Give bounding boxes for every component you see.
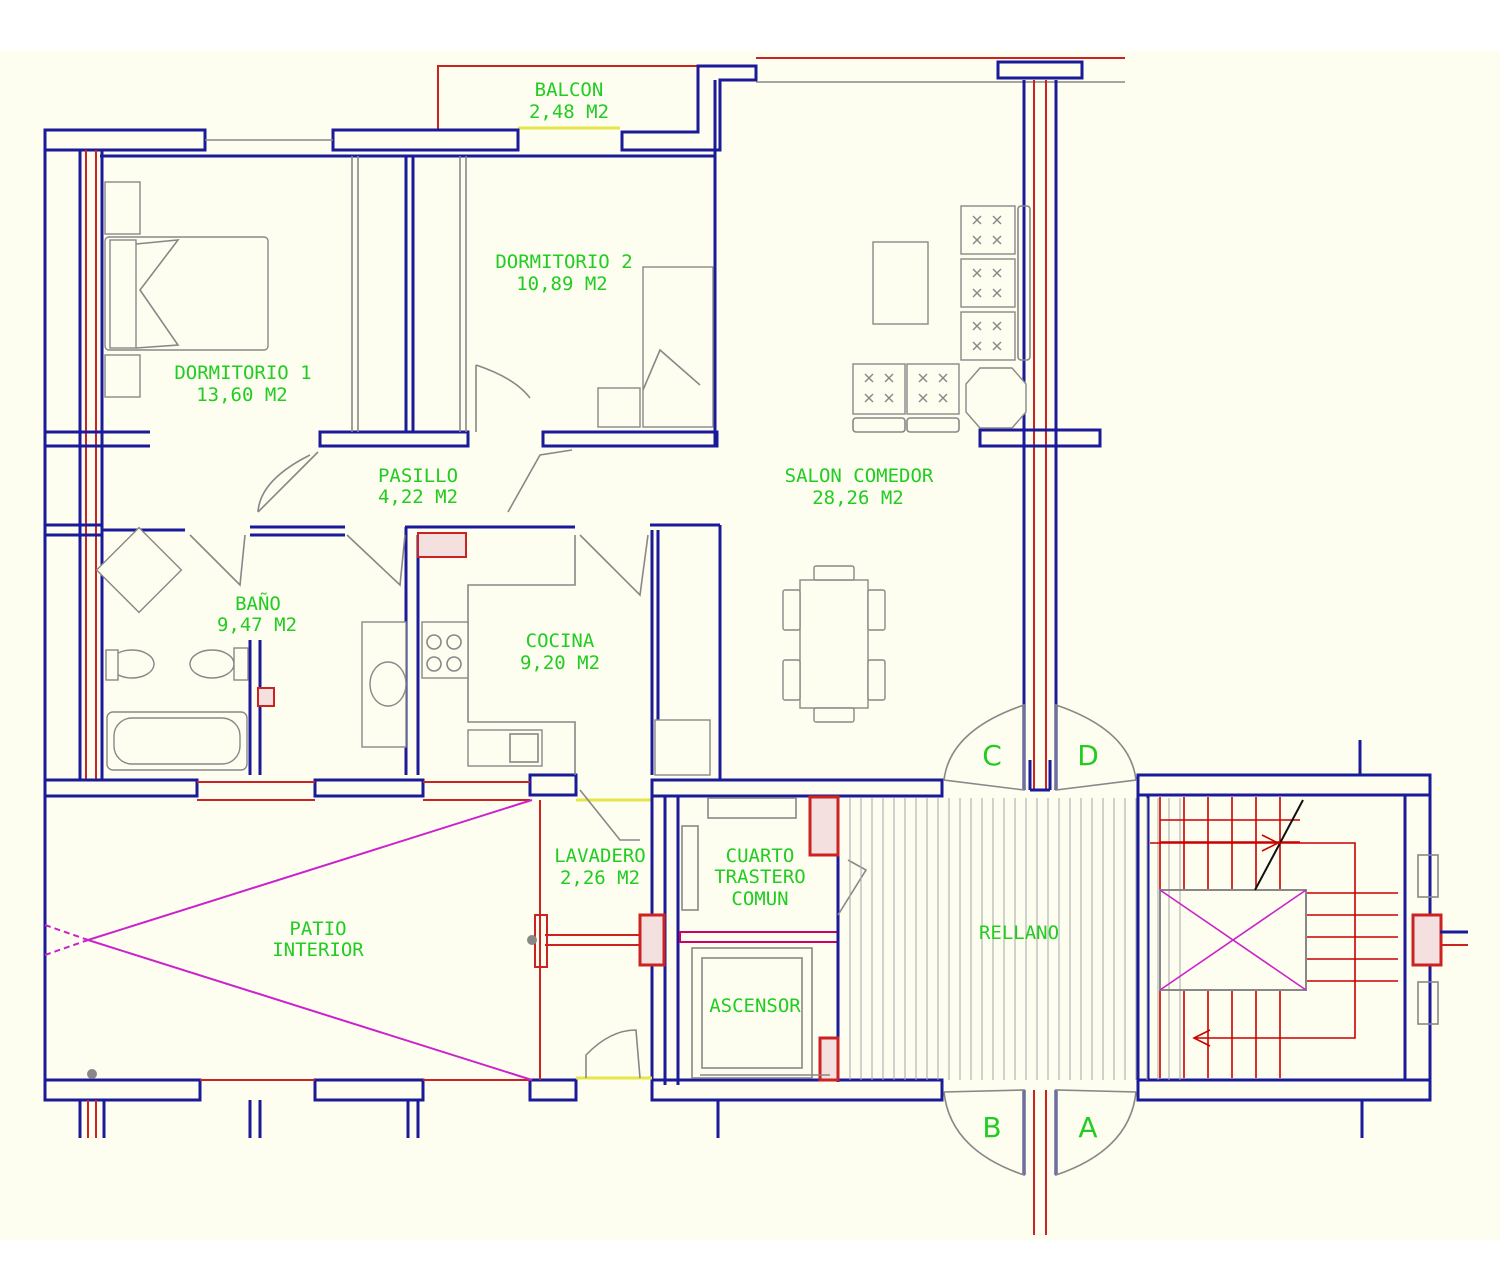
drain-icon-2: [527, 935, 537, 945]
plan-background: [0, 50, 1500, 1240]
walls: [43, 57, 1468, 1235]
label-ascensor: ASCENSOR: [709, 995, 801, 1017]
label-lavadero-name: LAVADERO: [554, 845, 646, 867]
label-balcon-name: BALCON: [535, 79, 604, 101]
label-dormitorio1-name: DORMITORIO 1: [174, 362, 311, 384]
label-trastero-line1: CUARTO: [726, 845, 795, 867]
furniture: [95, 156, 1031, 1079]
label-balcon-area: 2,48 M2: [529, 101, 609, 123]
label-patio-line2: INTERIOR: [272, 939, 364, 961]
label-dormitorio2-area: 10,89 M2: [516, 273, 608, 295]
label-bano-area: 9,47 M2: [217, 614, 297, 636]
label-trastero-line2: TRASTERO: [714, 866, 806, 888]
door-letter-b: B: [982, 1111, 1001, 1144]
label-cocina-area: 9,20 M2: [520, 652, 600, 674]
room-labels: BALCON 2,48 M2 DORMITORIO 2 10,89 M2 DOR…: [174, 79, 1059, 1017]
label-dormitorio2-name: DORMITORIO 2: [495, 251, 632, 273]
landing-door-swings: [943, 703, 1137, 1177]
landing-hatching: [849, 798, 1181, 1080]
door-letter-d: D: [1077, 739, 1099, 772]
door-letter-a: A: [1078, 1111, 1097, 1144]
label-rellano: RELLANO: [979, 922, 1059, 944]
furniture-marks: [864, 215, 1002, 403]
label-salon-name: SALON COMEDOR: [785, 465, 934, 487]
label-bano-name: BAÑO: [235, 592, 281, 615]
label-pasillo-name: PASILLO: [378, 465, 458, 487]
label-salon-area: 28,26 M2: [812, 487, 904, 509]
door-letter-c: C: [982, 739, 1002, 772]
patio-lines: [44, 799, 533, 1081]
drain-icon: [87, 1069, 97, 1079]
stairwell: [1150, 797, 1439, 1078]
label-lavadero-area: 2,26 M2: [560, 867, 640, 889]
label-dormitorio1-area: 13,60 M2: [196, 384, 288, 406]
label-cocina-name: COCINA: [526, 630, 595, 652]
label-pasillo-area: 4,22 M2: [378, 486, 458, 508]
label-trastero-line3: COMUN: [731, 888, 788, 910]
label-patio-line1: PATIO: [289, 918, 346, 940]
door-letters: C D B A: [982, 739, 1099, 1144]
